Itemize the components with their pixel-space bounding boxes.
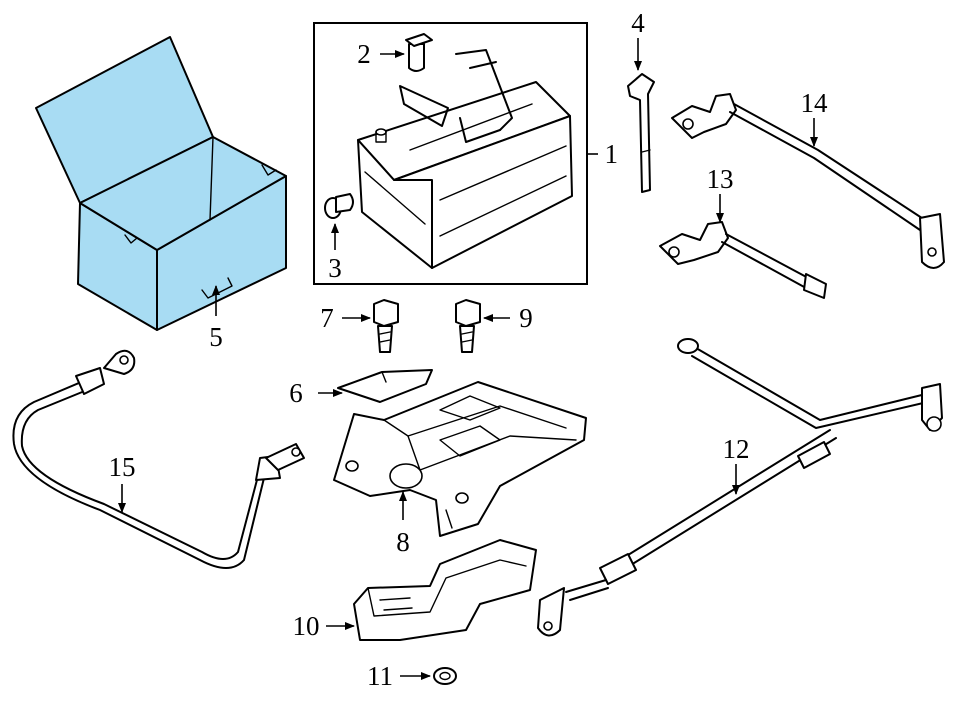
callout-2: 2 xyxy=(357,39,371,69)
callout-8: 8 xyxy=(396,527,410,557)
part-5-battery-cover[interactable] xyxy=(35,36,287,331)
callout-3: 3 xyxy=(328,253,342,283)
callout-9: 9 xyxy=(519,303,533,333)
part-8-battery-tray[interactable] xyxy=(333,381,587,537)
callout-11: 11 xyxy=(367,661,393,691)
part-15-battery-cable[interactable] xyxy=(12,349,305,569)
part-6-bracket[interactable] xyxy=(337,369,433,403)
part-10-tray-support[interactable] xyxy=(353,539,537,641)
part-2-vent-plug[interactable] xyxy=(405,33,433,72)
callout-6: 6 xyxy=(289,378,303,408)
callout-7: 7 xyxy=(320,303,334,333)
callout-5: 5 xyxy=(209,322,223,352)
callout-10: 10 xyxy=(293,611,320,641)
part-9-bolt[interactable] xyxy=(455,299,481,353)
part-11-washer[interactable] xyxy=(433,667,457,685)
part-7-bolt[interactable] xyxy=(373,299,399,353)
part-3-cap[interactable] xyxy=(324,193,354,219)
callout-1: 1 xyxy=(605,139,619,169)
callout-14: 14 xyxy=(801,88,829,118)
part-1-battery[interactable] xyxy=(357,49,573,269)
part-14-positive-cable[interactable] xyxy=(671,93,945,269)
leader-lines xyxy=(118,38,818,680)
callout-13: 13 xyxy=(707,164,734,194)
callout-12: 12 xyxy=(723,434,750,464)
callout-15: 15 xyxy=(109,452,136,482)
part-12-ground-harness[interactable] xyxy=(537,338,943,637)
part-4-hold-down-rod[interactable] xyxy=(627,73,655,193)
callout-4: 4 xyxy=(631,8,645,38)
part-13-negative-cable[interactable] xyxy=(659,221,827,299)
callout-labels: 1 2 3 4 5 6 7 8 9 10 11 12 13 14 15 xyxy=(109,8,829,691)
